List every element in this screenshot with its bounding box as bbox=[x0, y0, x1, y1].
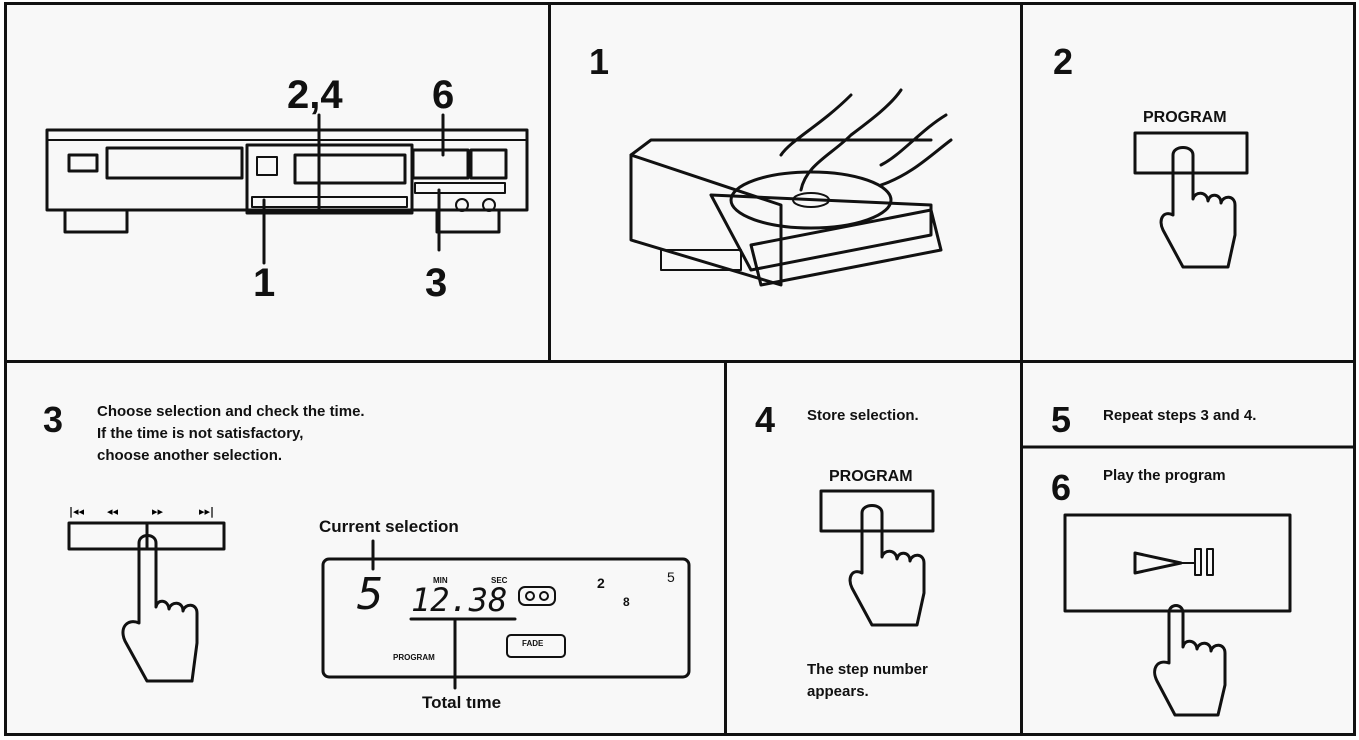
calendar-value: 8 bbox=[623, 595, 630, 609]
program-button-label: PROGRAM bbox=[829, 468, 913, 485]
program-step-indicator: 5 bbox=[667, 569, 675, 585]
instruction-line: If the time is not satisfactory, bbox=[97, 425, 304, 442]
step-number: 3 bbox=[43, 399, 64, 440]
program-button-label: PROGRAM bbox=[1143, 109, 1227, 126]
svg-text:◂◂: ◂◂ bbox=[107, 505, 119, 518]
callout-1: 1 bbox=[253, 261, 276, 305]
total-time-readout: 12.38 bbox=[411, 581, 508, 619]
press-program-illustration bbox=[819, 489, 935, 627]
svg-text:▸▸|: ▸▸| bbox=[199, 505, 214, 518]
instruction-line: choose another selection. bbox=[97, 447, 283, 464]
cd-player-illustration bbox=[45, 113, 529, 265]
svg-text:▸▸: ▸▸ bbox=[152, 505, 164, 518]
step1-panel: 1 bbox=[548, 2, 1024, 364]
skip-buttons-illustration: |◂◂ ◂◂ ▸▸ ▸▸| bbox=[67, 505, 226, 683]
step3-panel: 3 Choose selection and check the time. I… bbox=[4, 360, 728, 736]
total-time-label: Total tıme bbox=[422, 693, 502, 712]
sec-label: SEC bbox=[491, 576, 508, 585]
step5-instruction: Repeat steps 3 and 4. bbox=[1103, 407, 1257, 424]
min-label: MIN bbox=[433, 576, 448, 585]
step-number: 2 bbox=[1053, 41, 1074, 82]
step-number: 1 bbox=[589, 41, 610, 82]
svg-text:|◂◂: |◂◂ bbox=[69, 505, 85, 518]
device-overview-panel: 2,4 6 1 3 bbox=[4, 2, 552, 364]
step6-illustration bbox=[1023, 445, 1353, 717]
step5-6-panel: 5 Repeat steps 3 and 4. 6 Play the progr… bbox=[1020, 360, 1356, 736]
callout-2-4: 2,4 bbox=[287, 73, 343, 117]
callout-3: 3 bbox=[425, 261, 448, 305]
current-selection-label: Current selection bbox=[319, 517, 459, 536]
step2-panel: 2 PROGRAM bbox=[1020, 2, 1356, 364]
disc-loading-illustration bbox=[629, 88, 953, 287]
step-number: 6 bbox=[1051, 467, 1072, 508]
press-program-illustration bbox=[1133, 131, 1249, 269]
step4-panel: 4 Store selection. PROGRAM The step numb… bbox=[724, 360, 1024, 736]
step6-instruction: Play the program bbox=[1103, 467, 1226, 484]
step4-note-line: appears. bbox=[807, 683, 869, 700]
step4-instruction: Store selection. bbox=[807, 407, 919, 424]
step4-note-line: The step number bbox=[807, 661, 928, 678]
fade-indicator: FADE bbox=[522, 639, 544, 648]
step-number: 4 bbox=[755, 399, 776, 440]
step-indicator: 2 bbox=[597, 575, 605, 591]
instruction-line: Choose selection and check the time. bbox=[97, 403, 365, 420]
display-panel bbox=[321, 539, 691, 690]
callout-6: 6 bbox=[432, 73, 455, 117]
program-indicator: PROGRAM bbox=[393, 653, 435, 662]
track-number: 5 bbox=[357, 569, 384, 620]
step-number: 5 bbox=[1051, 399, 1072, 440]
